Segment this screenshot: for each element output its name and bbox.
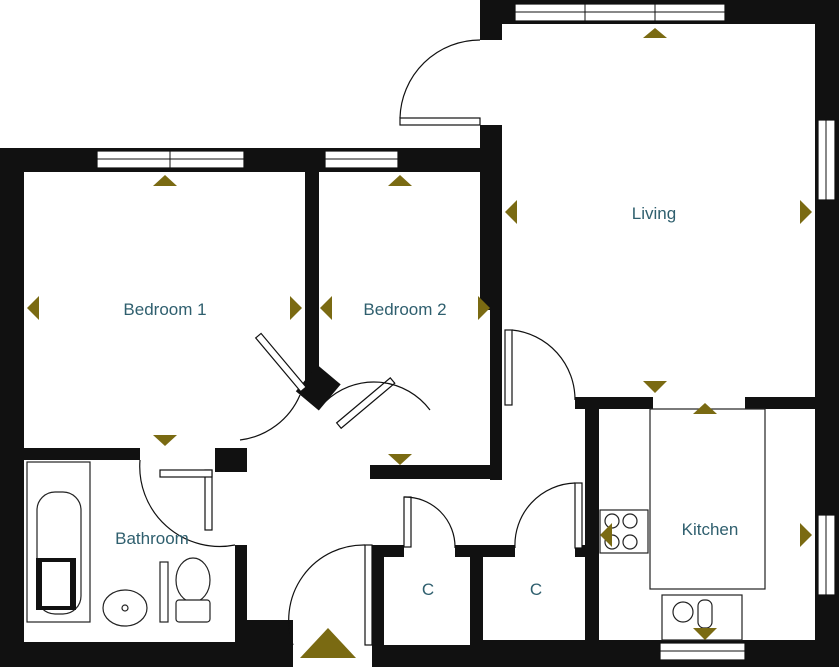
door-cupboard1[interactable] [403, 496, 456, 549]
door-bedroom1[interactable] [239, 332, 307, 441]
window-living-top [514, 3, 726, 22]
wall-bottom-left [0, 642, 260, 667]
entrance-arrow-icon [300, 628, 356, 658]
room-label-kitchen: Kitchen [682, 520, 739, 539]
fixtures [26, 408, 766, 641]
window-kitchen-right [817, 514, 836, 596]
door-cupboard2[interactable] [514, 482, 583, 549]
wall-bedrooms-top [0, 148, 502, 172]
triangle-marker-icon [388, 454, 412, 465]
wall-living-right [815, 0, 839, 410]
triangle-marker-icon [693, 403, 717, 414]
door-living-hall[interactable] [504, 329, 576, 406]
bath-icon [26, 461, 91, 623]
room-labels: Living Bedroom 1 Bedroom 2 Bathroom Kitc… [115, 204, 738, 599]
wall-hall-stub [295, 365, 341, 411]
toilet-icon [159, 557, 211, 623]
door-bedroom2[interactable] [324, 377, 431, 430]
wall-bathroom-top [0, 448, 140, 460]
door-entrance[interactable] [288, 544, 373, 646]
triangle-marker-icon [153, 435, 177, 446]
room-label-bathroom: Bathroom [115, 529, 189, 548]
triangle-marker-icon [27, 296, 39, 320]
window-bedroom2 [324, 150, 399, 169]
triangle-marker-icon [643, 381, 667, 393]
wall-bedroom2-bottom [370, 465, 502, 479]
doors [139, 39, 583, 646]
room-label-cupboard1: C [422, 580, 434, 599]
wall-bedroom-divider [305, 148, 319, 386]
triangle-marker-icon [693, 628, 717, 640]
door-bathroom[interactable] [139, 459, 236, 548]
triangle-marker-icon [153, 175, 177, 186]
wall-cupboard-divider [470, 545, 483, 667]
room-label-living: Living [632, 204, 676, 223]
triangle-marker-icon [800, 523, 812, 547]
wall-bathroom-top-stub [215, 448, 247, 472]
wall-cupboard1-left [372, 545, 384, 667]
windows [96, 3, 836, 661]
wall-bottom-mid [372, 645, 483, 667]
triangle-marker-icon [290, 296, 302, 320]
wall-cupboards-top [372, 545, 404, 557]
window-living-right [817, 119, 836, 201]
room-label-cupboard2: C [530, 580, 542, 599]
wall-living-left-top [480, 0, 502, 40]
triangle-marker-icon [600, 523, 612, 547]
triangle-marker-icon [388, 175, 412, 186]
triangle-marker-icon [320, 296, 332, 320]
triangle-marker-icon [800, 200, 812, 224]
wall-bedroom2-right [490, 310, 502, 480]
triangle-marker-icon [643, 28, 667, 38]
room-label-bedroom1: Bedroom 1 [123, 300, 206, 319]
wall-kitchen-left [585, 397, 599, 667]
wall-bottom-entry-left [245, 620, 293, 667]
kitchen-counter [649, 408, 766, 590]
window-bedroom1 [96, 150, 245, 169]
triangle-marker-icon [505, 200, 517, 224]
dimension-markers [27, 28, 812, 658]
wall-outer-left [0, 148, 24, 667]
triangle-marker-icon [478, 296, 490, 320]
room-label-bedroom2: Bedroom 2 [363, 300, 446, 319]
basin-icon [102, 589, 148, 627]
window-kitchen-bottom [659, 642, 746, 661]
wall-cupboards-top-mid [455, 545, 515, 557]
wall-bathroom-right [235, 545, 247, 645]
door-living-external[interactable] [399, 39, 481, 126]
